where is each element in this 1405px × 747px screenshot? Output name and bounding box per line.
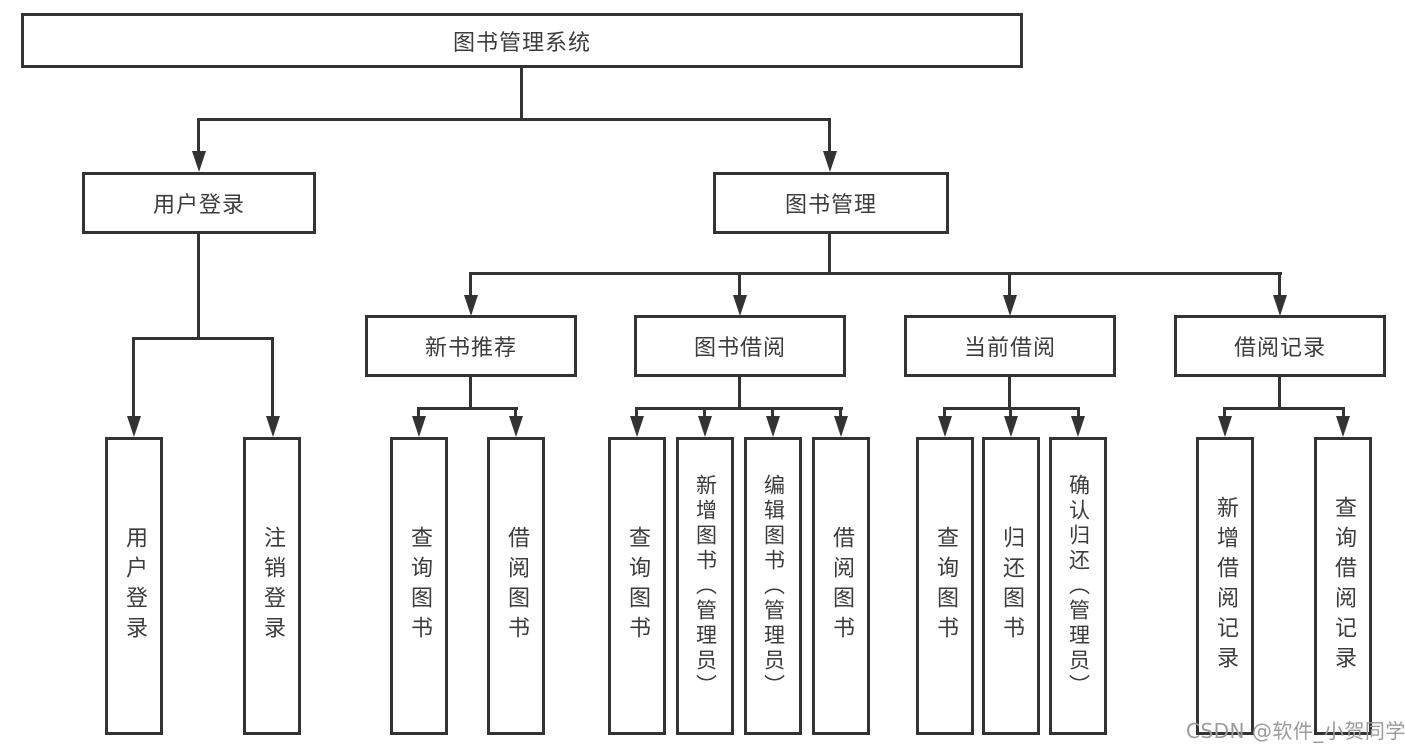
connector [1077, 407, 1080, 420]
connector [520, 68, 523, 120]
connector [197, 118, 200, 152]
leaf-label: 新增图书（管理员） [693, 473, 718, 699]
node-borrowing-records: 借阅记录 [1174, 315, 1386, 377]
leaf-add-books-admin: 新增图书（管理员） [676, 437, 734, 735]
arrowhead [464, 295, 478, 316]
connector [417, 407, 518, 410]
leaf-label: 注销登录 [260, 526, 285, 646]
leaf-query-borrow-record: 查询借阅记录 [1314, 437, 1372, 735]
node-book-borrowing: 图书借阅 [634, 315, 846, 377]
connector [469, 272, 1282, 275]
leaf-confirm-return-admin: 确认归还（管理员） [1049, 437, 1107, 735]
leaf-label: 查询图书 [407, 526, 432, 646]
leaf-query-books: 查询图书 [916, 437, 974, 735]
connector [1009, 407, 1012, 420]
arrowhead [733, 295, 747, 316]
connector [703, 407, 706, 420]
leaf-label: 借阅图书 [504, 526, 529, 646]
leaf-label: 查询图书 [933, 526, 958, 646]
connector [635, 407, 843, 410]
node-new-book-recommendation: 新书推荐 [365, 315, 577, 377]
connector [514, 407, 517, 420]
arrowhead [266, 416, 280, 437]
arrowhead [1003, 295, 1017, 316]
connector [197, 118, 831, 121]
connector [271, 337, 274, 419]
connector [1342, 407, 1345, 420]
arrowhead [1336, 416, 1350, 437]
node-label: 当前借阅 [963, 336, 1056, 361]
connector [197, 234, 200, 340]
arrowhead [938, 416, 952, 437]
node-library-management-system: 图书管理系统 [21, 13, 1023, 68]
leaf-user-login: 用户登录 [105, 437, 163, 735]
node-current-borrowing: 当前借阅 [904, 315, 1116, 377]
leaf-query-books: 查询图书 [390, 437, 448, 735]
leaf-label: 查询图书 [625, 526, 650, 646]
leaf-label: 新增借阅记录 [1213, 496, 1238, 676]
arrowhead [823, 151, 837, 172]
connector [1008, 272, 1011, 298]
leaf-label: 编辑图书（管理员） [761, 473, 786, 699]
leaf-label: 确认归还（管理员） [1066, 473, 1091, 699]
node-label: 图书管理 [784, 193, 877, 218]
leaf-borrow-books: 借阅图书 [812, 437, 870, 735]
node-book-management: 图书管理 [713, 172, 949, 234]
connector [1278, 272, 1281, 298]
arrowhead [127, 416, 141, 437]
arrowhead [1273, 295, 1287, 316]
arrowhead [1218, 416, 1232, 437]
connector [469, 272, 472, 298]
arrowhead [192, 151, 206, 172]
arrowhead [1071, 416, 1085, 437]
connector [738, 272, 741, 298]
leaf-add-borrow-record: 新增借阅记录 [1196, 437, 1254, 735]
connector [1008, 377, 1011, 410]
arrowhead [412, 416, 426, 437]
connector [635, 407, 638, 420]
arrowhead [834, 416, 848, 437]
arrowhead [766, 416, 780, 437]
connector [738, 377, 741, 410]
connector [1223, 407, 1226, 420]
arrowhead [698, 416, 712, 437]
connector [469, 377, 472, 410]
connector [132, 337, 274, 340]
node-label: 借阅记录 [1233, 336, 1326, 361]
arrowhead [630, 416, 644, 437]
watermark: CSDN @软件_小贺同学 [1186, 719, 1405, 743]
leaf-label: 归还图书 [999, 526, 1024, 646]
leaf-return-books: 归还图书 [982, 437, 1040, 735]
connector [839, 407, 842, 420]
connector [771, 407, 774, 420]
leaf-edit-books-admin: 编辑图书（管理员） [744, 437, 802, 735]
connector [132, 337, 135, 419]
connector [828, 118, 831, 152]
leaf-label: 用户登录 [122, 526, 147, 646]
connector [1223, 407, 1345, 410]
connector [943, 407, 946, 420]
leaf-label: 查询借阅记录 [1331, 496, 1356, 676]
node-label: 图书管理系统 [452, 30, 591, 56]
node-user-login: 用户登录 [82, 172, 316, 234]
connector [828, 234, 831, 274]
connector [1278, 377, 1281, 410]
leaf-query-books: 查询图书 [608, 437, 666, 735]
node-label: 用户登录 [152, 193, 245, 218]
connector [417, 407, 420, 420]
arrowhead [1004, 416, 1018, 437]
leaf-label: 借阅图书 [829, 526, 854, 646]
leaf-borrow-books: 借阅图书 [487, 437, 545, 735]
arrowhead [509, 416, 523, 437]
node-label: 图书借阅 [693, 336, 786, 361]
node-label: 新书推荐 [424, 336, 517, 361]
leaf-logout: 注销登录 [243, 437, 301, 735]
